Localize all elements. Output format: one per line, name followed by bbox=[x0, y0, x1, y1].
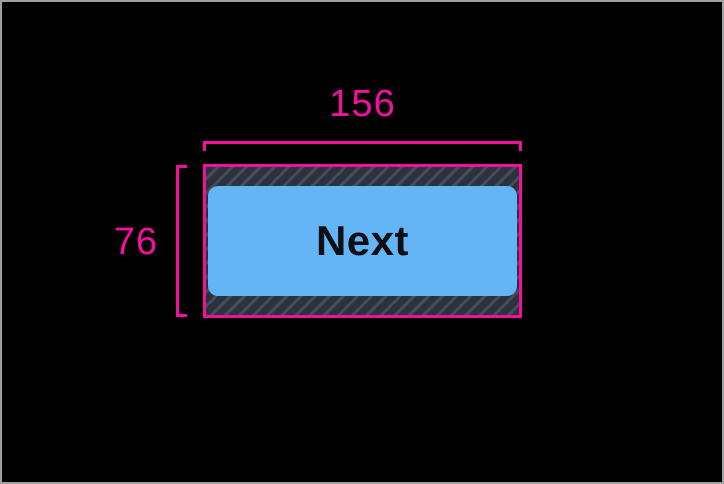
touch-target-hatch-area: Next bbox=[203, 164, 522, 318]
width-dimension-bracket bbox=[203, 141, 522, 151]
next-button[interactable]: Next bbox=[208, 186, 517, 296]
height-dimension-label: 76 bbox=[113, 221, 158, 263]
next-button-label: Next bbox=[315, 217, 410, 264]
width-dimension-label: 156 bbox=[329, 83, 396, 125]
height-dimension-bracket bbox=[176, 165, 187, 317]
